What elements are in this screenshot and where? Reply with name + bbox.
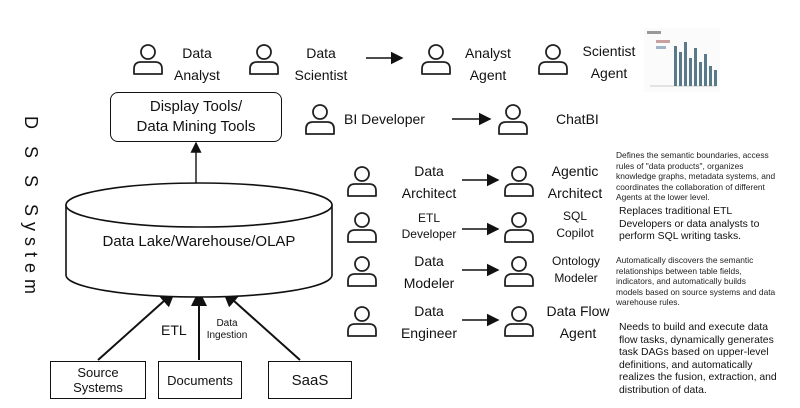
- person-icon: [345, 210, 379, 244]
- agent-icon: [419, 42, 453, 76]
- dss-system-label: D S S System: [21, 116, 41, 301]
- agent-icon: [536, 42, 570, 76]
- chart-thumbnail-icon: [644, 28, 720, 92]
- agent-icon: [502, 210, 536, 244]
- warehouse-cylinder: [65, 182, 333, 298]
- documents-box: Documents: [158, 361, 242, 399]
- role-bi-developer: BI Developer: [344, 111, 425, 127]
- role-chatbi: ChatBI: [556, 111, 599, 127]
- agent-icon: [502, 254, 536, 288]
- arrow-source-systems: [97, 290, 176, 361]
- agent-icon: [502, 304, 536, 338]
- person-icon: [345, 164, 379, 198]
- person-icon: [303, 102, 337, 136]
- agent-icon: [502, 164, 536, 198]
- person-icon: [131, 42, 165, 76]
- person-icon: [345, 304, 379, 338]
- saas-box: SaaS: [268, 361, 352, 399]
- arrow-saas: [222, 290, 301, 361]
- display-tools-box: Display Tools/Data Mining Tools: [110, 92, 282, 142]
- etl-label: ETL: [161, 322, 187, 338]
- person-icon: [247, 42, 281, 76]
- agent-icon: [496, 102, 530, 136]
- warehouse-label: Data Lake/Warehouse/OLAP: [102, 233, 296, 250]
- person-icon: [345, 254, 379, 288]
